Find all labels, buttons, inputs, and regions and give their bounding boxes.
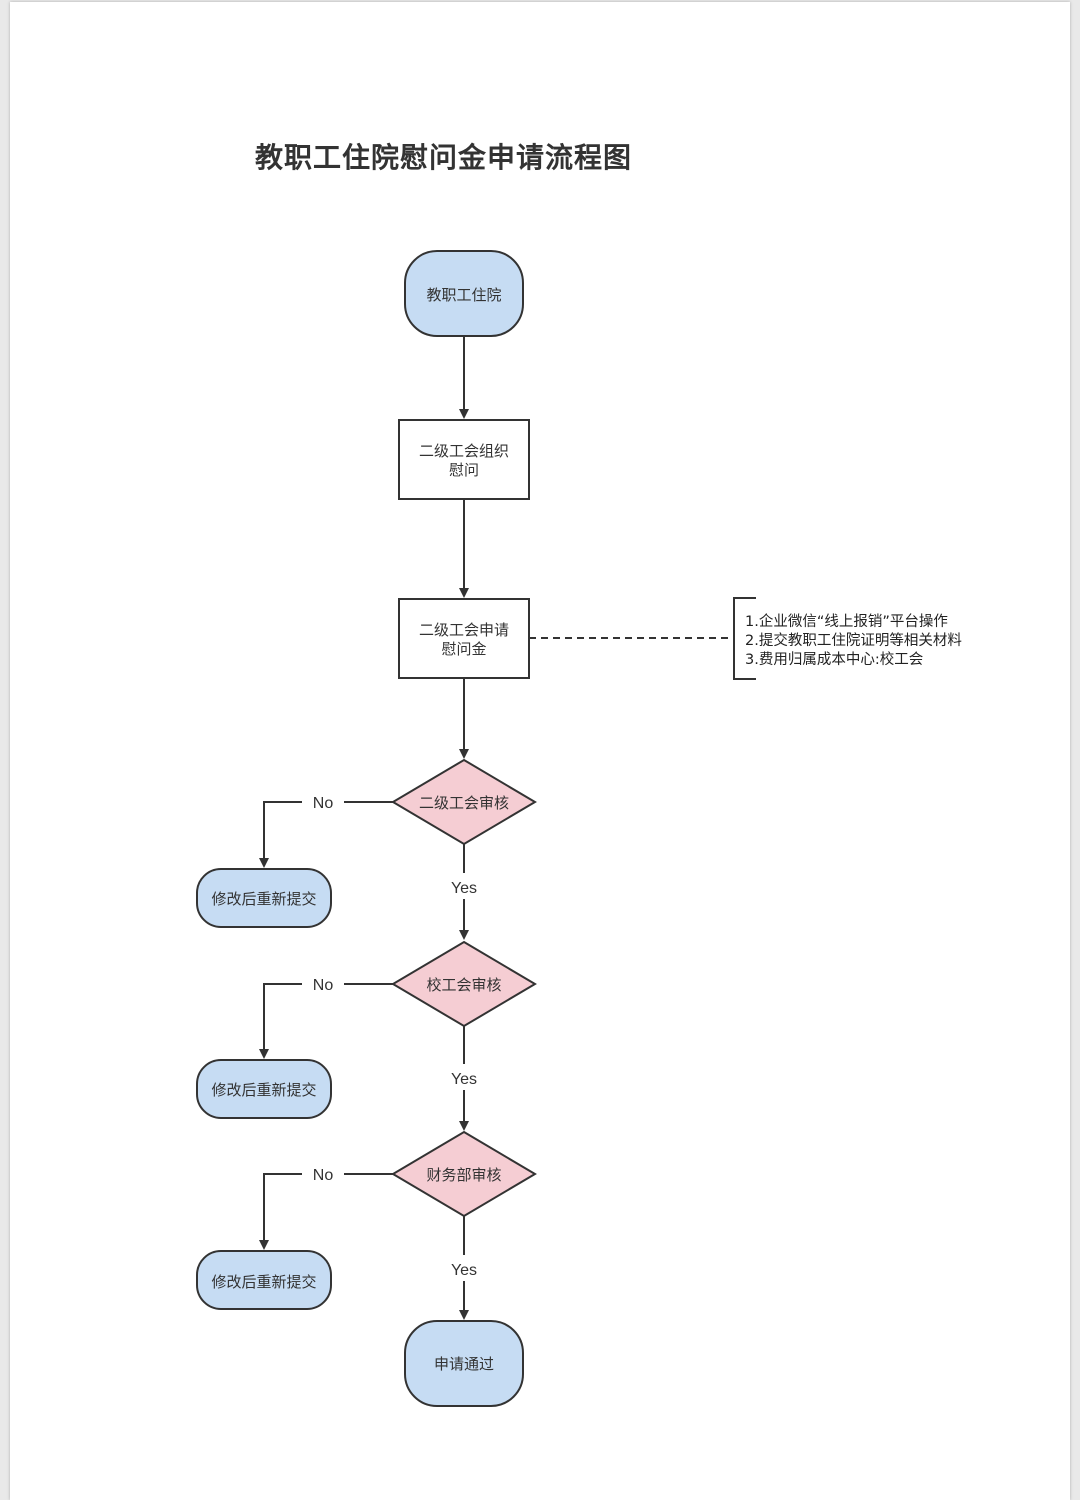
process-node-apply-funds-line1: 二级工会申请 bbox=[419, 621, 509, 639]
process-node-organize-visit-line1: 二级工会组织 bbox=[419, 442, 509, 460]
resubmit-node-3-label: 修改后重新提交 bbox=[211, 1273, 316, 1291]
edge-label-yes-1: Yes bbox=[451, 880, 477, 897]
document-page bbox=[10, 2, 1070, 1500]
decision-node-school-union-review: 校工会审核 bbox=[391, 940, 537, 1028]
edge-label-yes-3: Yes bbox=[451, 1262, 477, 1279]
annotation-line-3: 3.费用归属成本中心:校工会 bbox=[745, 651, 923, 668]
resubmit-node-2: 修改后重新提交 bbox=[196, 1059, 332, 1119]
page-title: 教职工住院慰问金申请流程图 bbox=[255, 141, 633, 174]
process-node-apply-funds: 二级工会申请 慰问金 bbox=[398, 598, 530, 679]
resubmit-node-1: 修改后重新提交 bbox=[196, 868, 332, 928]
start-node: 教职工住院 bbox=[404, 250, 524, 337]
connector-review2-no bbox=[264, 983, 393, 1057]
edge-label-no-2: No bbox=[313, 977, 334, 994]
decision-node-secondary-union-review-label: 二级工会审核 bbox=[419, 794, 509, 812]
edge-label-no-3: No bbox=[313, 1167, 334, 1184]
end-node-label: 申请通过 bbox=[434, 1355, 494, 1373]
connector-review3-no bbox=[264, 1173, 393, 1248]
decision-node-finance-review-label: 财务部审核 bbox=[426, 1166, 501, 1184]
edge-label-no-1: No bbox=[313, 795, 334, 812]
annotation-note: 1.企业微信“线上报销”平台操作 2.提交教职工住院证明等相关材料 3.费用归属… bbox=[733, 597, 962, 680]
process-node-organize-visit: 二级工会组织 慰问 bbox=[398, 419, 530, 500]
resubmit-node-2-label: 修改后重新提交 bbox=[211, 1081, 316, 1099]
process-node-organize-visit-line2: 慰问 bbox=[449, 461, 479, 479]
decision-node-school-union-review-label: 校工会审核 bbox=[426, 976, 501, 994]
annotation-line-1: 1.企业微信“线上报销”平台操作 bbox=[745, 612, 948, 630]
start-node-label: 教职工住院 bbox=[426, 286, 501, 304]
decision-node-finance-review: 财务部审核 bbox=[391, 1130, 537, 1218]
end-node: 申请通过 bbox=[404, 1320, 524, 1407]
process-node-apply-funds-line2: 慰问金 bbox=[441, 640, 486, 658]
annotation-line-2: 2.提交教职工住院证明等相关材料 bbox=[745, 631, 962, 649]
resubmit-node-1-label: 修改后重新提交 bbox=[211, 890, 316, 908]
decision-node-secondary-union-review: 二级工会审核 bbox=[391, 758, 537, 846]
resubmit-node-3: 修改后重新提交 bbox=[196, 1250, 332, 1310]
connector-review1-no bbox=[264, 801, 393, 866]
edge-label-yes-2: Yes bbox=[451, 1071, 477, 1088]
